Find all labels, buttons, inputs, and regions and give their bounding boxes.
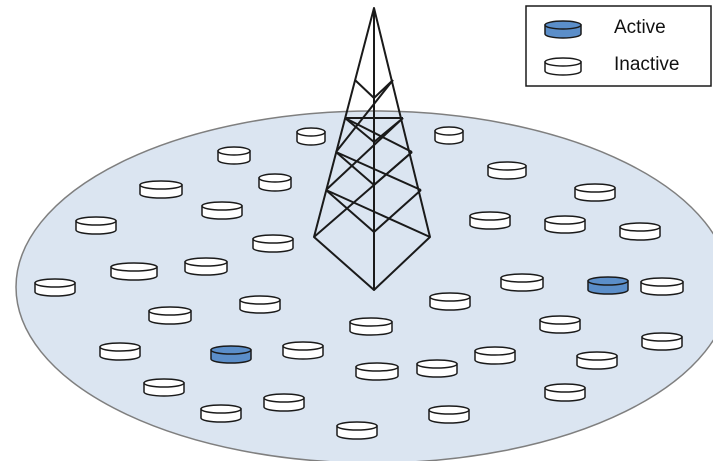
inactive-device-icon xyxy=(544,215,586,234)
inactive-device-icon xyxy=(143,378,185,397)
inactive-device-icon xyxy=(349,317,393,336)
inactive-device-icon xyxy=(574,183,616,202)
inactive-device-icon xyxy=(201,201,243,220)
device-group xyxy=(34,126,684,440)
inactive-device-icon xyxy=(539,315,581,334)
inactive-device-icon xyxy=(139,180,183,199)
inactive-device-icon xyxy=(217,146,251,165)
inactive-device-icon xyxy=(75,216,117,235)
inactive-device-icon xyxy=(487,161,527,180)
legend: Active Inactive xyxy=(525,5,712,87)
inactive-device-icon xyxy=(469,211,511,230)
base-station-tower-icon xyxy=(313,7,431,291)
active-device-icon xyxy=(210,345,252,364)
inactive-device-icon xyxy=(282,341,324,360)
inactive-device-icon xyxy=(355,362,399,381)
inactive-device-icon xyxy=(576,351,618,370)
legend-active-label: Active xyxy=(614,17,666,38)
inactive-device-icon xyxy=(99,342,141,361)
inactive-device-icon xyxy=(641,332,683,351)
inactive-device-icon xyxy=(429,292,471,311)
inactive-device-icon xyxy=(258,173,292,192)
inactive-device-icon xyxy=(239,295,281,314)
active-device-icon xyxy=(587,276,629,295)
inactive-device-icon xyxy=(200,404,242,423)
inactive-device-icon xyxy=(544,57,582,76)
inactive-device-icon xyxy=(336,421,378,440)
inactive-device-icon xyxy=(434,126,464,145)
inactive-device-icon xyxy=(148,306,192,325)
inactive-device-icon xyxy=(110,262,158,281)
inactive-device-icon xyxy=(416,359,458,378)
inactive-device-icon xyxy=(263,393,305,412)
inactive-device-icon xyxy=(640,277,684,296)
legend-inactive-label: Inactive xyxy=(614,54,679,75)
inactive-device-icon xyxy=(474,346,516,365)
inactive-device-icon xyxy=(296,127,326,146)
inactive-device-icon xyxy=(34,278,76,297)
legend-active-symbol-icon xyxy=(544,20,582,39)
inactive-device-icon xyxy=(252,234,294,253)
inactive-device-icon xyxy=(500,273,544,292)
inactive-device-icon xyxy=(619,222,661,241)
legend-inactive-symbol-icon xyxy=(544,57,582,76)
inactive-device-icon xyxy=(184,257,228,276)
inactive-device-icon xyxy=(544,383,586,402)
inactive-device-icon xyxy=(428,405,470,424)
active-device-icon xyxy=(544,20,582,39)
